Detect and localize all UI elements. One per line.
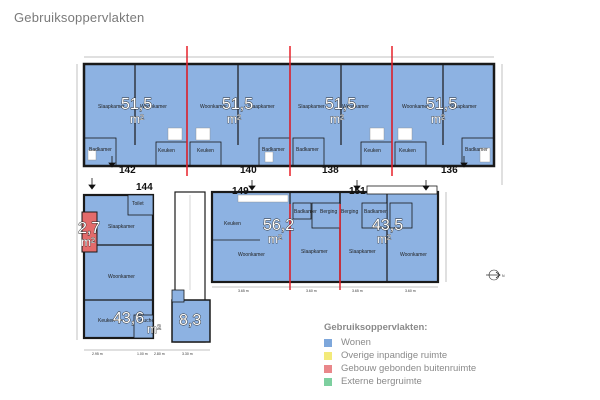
room-label: Badkamer: [262, 147, 285, 153]
dimension-label: 2.95 m: [92, 352, 103, 356]
room-label: Woonkamer: [108, 274, 135, 280]
area-unit: m²: [377, 232, 391, 246]
room-label: Badkamer: [296, 147, 319, 153]
room-label: Keuken: [399, 148, 416, 154]
area-value: 43,5: [372, 217, 403, 234]
dimension-labels: 3.65 m 3.60 m 3.65 m 3.60 m 2.95 m 1.00 …: [92, 289, 416, 356]
room-label: Douche: [137, 318, 154, 324]
dimension-label: 3.60 m: [405, 289, 416, 293]
room-label: Berging: [341, 209, 358, 215]
room-label: Slaapkamer: [98, 104, 125, 110]
bottom-room-labels: Keuken Woonkamer Slaapkamer Badkamer Ber…: [98, 201, 427, 324]
unit-numbers: 142 140 138 136 144 149 151: [119, 165, 458, 197]
area-value: 8,3: [179, 312, 201, 329]
legend-item-wonen: Wonen: [324, 336, 476, 349]
north-arrow-icon: N: [486, 269, 505, 281]
left-unit: [81, 193, 155, 340]
room-label: Slaapkamer: [349, 249, 376, 255]
swatch-icon: [324, 377, 332, 386]
legend-label: Externe bergruimte: [341, 376, 422, 387]
unit-number: 142: [119, 165, 136, 176]
swatch-icon: [324, 364, 332, 373]
room-label: Keuken: [224, 221, 241, 227]
unit-number: 138: [322, 165, 339, 176]
dimension-label: 1.00 m: [137, 352, 148, 356]
room-label: Badkamer: [89, 147, 112, 153]
swatch-icon: [324, 351, 332, 360]
room-label: Keuken: [364, 148, 381, 154]
legend-label: Wonen: [341, 337, 371, 348]
legend-label: Gebouw gebonden buitenruimte: [341, 363, 477, 374]
area-value: 51,5: [426, 96, 457, 113]
area-unit: m²: [227, 112, 241, 126]
room-label: Berging: [320, 209, 337, 215]
area-unit: m²: [330, 112, 344, 126]
balcony-area-unit: m²: [81, 235, 95, 249]
room-label: Woonkamer: [200, 104, 227, 110]
room-label: Keuken: [98, 318, 115, 324]
top-row-units: [82, 62, 496, 168]
legend: Gebruiksoppervlakten: Wonen Overige inpa…: [324, 322, 476, 388]
dimension-lines: [76, 56, 503, 351]
room-label: Woonkamer: [238, 252, 265, 258]
room-label: Badkamer: [364, 209, 387, 215]
legend-item-buitenruimte: Gebouw gebonden buitenruimte: [324, 362, 476, 375]
area-value: 51,5: [325, 96, 356, 113]
dimension-label: 3.65 m: [238, 289, 249, 293]
room-label: Woonkamer: [402, 104, 429, 110]
area-value: 56,2: [263, 217, 294, 234]
balcony-area-value: 2,7: [78, 220, 100, 237]
party-walls: [186, 46, 393, 290]
area-unit: m²: [268, 232, 282, 246]
room-label: Slaapkamer: [298, 104, 325, 110]
unit-number: 140: [240, 165, 257, 176]
unit-number: 144: [136, 182, 153, 193]
swatch-icon: [324, 338, 332, 347]
area-value: 51,5: [222, 96, 253, 113]
area-unit: m²: [130, 112, 144, 126]
room-label: Woonkamer: [400, 252, 427, 258]
unit-number: 149: [232, 186, 249, 197]
small-unit: [171, 289, 211, 343]
unit-number: 136: [441, 165, 458, 176]
bottom-row-units: [210, 185, 440, 284]
room-label: Badkamer: [465, 147, 488, 153]
area-unit: m²: [431, 112, 445, 126]
dimension-label: 2.80 m: [154, 352, 165, 356]
room-label: Slaapkamer: [450, 104, 477, 110]
area-value: 43,6: [113, 310, 144, 327]
room-label: Slaapkamer: [108, 224, 135, 230]
area-value: 51,5: [121, 96, 152, 113]
area-labels: 51,5 m² 51,5 m² 51,5 m² 51,5 m² 56,2 m² …: [78, 96, 458, 337]
legend-item-overige: Overige inpandige ruimte: [324, 349, 476, 362]
entrance-arrows: [88, 156, 468, 191]
room-label: Keuken: [158, 148, 175, 154]
area-unit: m²: [147, 322, 161, 336]
dimension-label: 3.30 m: [182, 352, 193, 356]
top-room-labels: Slaapkamer Woonkamer Keuken Badkamer Woo…: [89, 104, 488, 154]
room-label: Badkamer: [294, 209, 317, 215]
room-label: Woonkamer: [342, 104, 369, 110]
room-label: Woonkamer: [140, 104, 167, 110]
dimension-label: 3.65 m: [352, 289, 363, 293]
legend-title: Gebruiksoppervlakten:: [324, 322, 428, 333]
north-label: N: [502, 274, 505, 278]
legend-label: Overige inpandige ruimte: [341, 350, 448, 361]
legend-item-berging: Externe bergruimte: [324, 375, 476, 388]
room-label: Keuken: [197, 148, 214, 154]
room-label: Slaapkamer: [248, 104, 275, 110]
unit-number: 151: [349, 186, 366, 197]
room-label: Slaapkamer: [301, 249, 328, 255]
room-label: Toilet: [132, 201, 144, 207]
dimension-label: 3.60 m: [306, 289, 317, 293]
page-title: Gebruiksoppervlakten: [14, 10, 145, 25]
